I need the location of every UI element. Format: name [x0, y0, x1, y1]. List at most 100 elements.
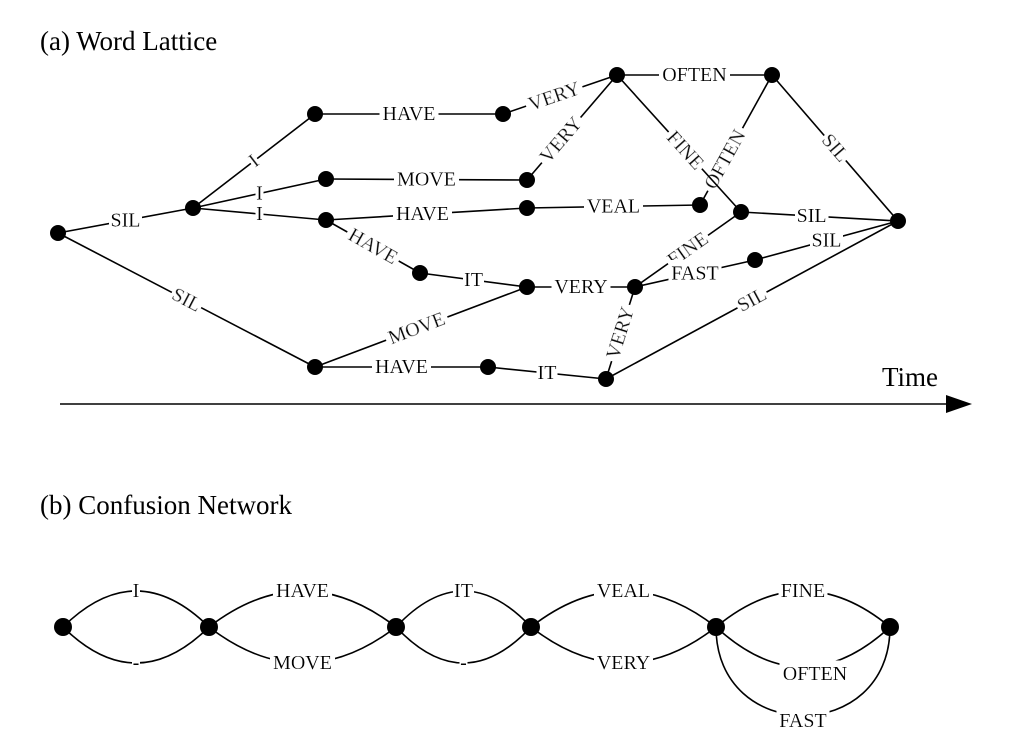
confusion-arc-top: [395, 590, 532, 628]
lattice-edge: [502, 74, 618, 115]
confusion-arc-label: VEAL: [597, 580, 650, 602]
lattice-node: [598, 371, 614, 387]
lattice-edge: [487, 366, 607, 380]
lattice-edge-label: HAVE: [375, 356, 428, 378]
lattice-edge: [754, 220, 899, 261]
lattice-node: [495, 106, 511, 122]
lattice-edge: [699, 74, 773, 206]
lattice-node: [307, 106, 323, 122]
lattice-edge-label: IT: [538, 362, 557, 384]
lattice-node: [692, 197, 708, 213]
lattice-node: [627, 279, 643, 295]
lattice-edge-label: FAST: [671, 263, 718, 285]
lattice-edge: [526, 204, 701, 209]
lattice-edge: [314, 286, 528, 368]
lattice-edge: [526, 74, 618, 181]
confusion-arc-label: OFTEN: [783, 663, 847, 685]
confusion-node: [387, 618, 405, 636]
lattice-node: [609, 67, 625, 83]
lattice-edge-label: I: [256, 183, 263, 205]
lattice-edge: [771, 74, 899, 222]
lattice-edge-label: SIL: [812, 230, 842, 252]
confusion-arc-label: FINE: [781, 580, 825, 602]
lattice-edge: [419, 272, 528, 288]
lattice-edge: [740, 211, 899, 222]
lattice-edge-label: VERY: [526, 77, 584, 115]
confusion-arc-top: [530, 590, 717, 628]
lattice-node: [50, 225, 66, 241]
lattice-node: [747, 252, 763, 268]
confusion-arc-middle: [715, 626, 891, 668]
confusion-arc-top: [715, 590, 891, 628]
confusion-arc-bottom: [208, 626, 397, 664]
lattice-edge-label: SIL: [168, 283, 205, 316]
lattice-edge-label: VERY: [602, 304, 639, 361]
lattice-edge: [634, 259, 756, 288]
lattice-edge-label: MOVE: [397, 169, 456, 191]
confusion-arc-label: FAST: [779, 710, 826, 732]
lattice-edge-label: HAVE: [345, 224, 402, 269]
lattice-edge: [57, 232, 316, 368]
lattice-node: [307, 359, 323, 375]
lattice-node: [480, 359, 496, 375]
lattice-edge-label: I: [245, 150, 264, 172]
lattice-edge-label: SIL: [817, 129, 853, 166]
lattice-edge: [616, 74, 742, 213]
confusion-node: [522, 618, 540, 636]
lattice-edge: [605, 286, 636, 380]
lattice-edge-label: VERY: [535, 113, 586, 168]
lattice-node: [412, 265, 428, 281]
lattice-node: [185, 200, 201, 216]
lattice-edge: [634, 211, 742, 288]
lattice-edge-label: OFTEN: [662, 64, 726, 86]
time-label: Time: [882, 362, 938, 392]
lattice-edge-label: VEAL: [587, 196, 640, 218]
confusion-arc-bottom: [715, 626, 891, 717]
lattice-edge-label: SIL: [111, 210, 141, 232]
confusion-node: [707, 618, 725, 636]
confusion-arc-label: I: [133, 580, 140, 602]
lattice-node: [318, 212, 334, 228]
lattice-edge-label: HAVE: [383, 103, 436, 125]
lattice-edge-label: I: [256, 203, 263, 225]
confusion-node: [881, 618, 899, 636]
lattice-edge-label: VERY: [554, 276, 607, 298]
lattice-edge: [192, 178, 327, 209]
confusion-title: (b) Confusion Network: [40, 490, 292, 520]
confusion-arc-top: [208, 590, 397, 628]
lattice-edge-label: HAVE: [396, 203, 449, 225]
confusion-arc-label: -: [133, 652, 140, 674]
confusion-arc-bottom: [530, 626, 717, 664]
confusion-arc-bottom: [395, 626, 532, 664]
lattice-edge-label: SIL: [797, 205, 827, 227]
lattice-edge: [325, 219, 421, 274]
confusion-arc-top: [62, 590, 210, 628]
lattice-node: [519, 279, 535, 295]
confusion-arc-bottom: [62, 626, 210, 664]
lattice-edge: [325, 178, 528, 181]
lattice-title: (a) Word Lattice: [40, 26, 217, 56]
lattice-edge: [605, 220, 899, 380]
confusion-nodes: [54, 618, 899, 636]
lattice-edge: [325, 207, 528, 221]
lattice-edge: [192, 207, 327, 221]
confusion-arc-label: IT: [454, 580, 473, 602]
confusion-arc-label: VERY: [597, 652, 650, 674]
lattice-node: [890, 213, 906, 229]
confusion-arc-label: -: [460, 652, 467, 674]
time-axis: Time: [60, 362, 972, 413]
lattice-node: [318, 171, 334, 187]
lattice-node: [764, 67, 780, 83]
lattice-edge-label: MOVE: [385, 308, 448, 349]
lattice-node: [519, 172, 535, 188]
lattice-edge: [192, 113, 316, 209]
lattice-node: [519, 200, 535, 216]
confusion-arc-label: MOVE: [273, 652, 332, 674]
lattice-edge: [57, 207, 194, 234]
time-axis-arrowhead: [946, 395, 972, 413]
lattice-edge-label: IT: [464, 269, 483, 291]
confusion-node: [54, 618, 72, 636]
